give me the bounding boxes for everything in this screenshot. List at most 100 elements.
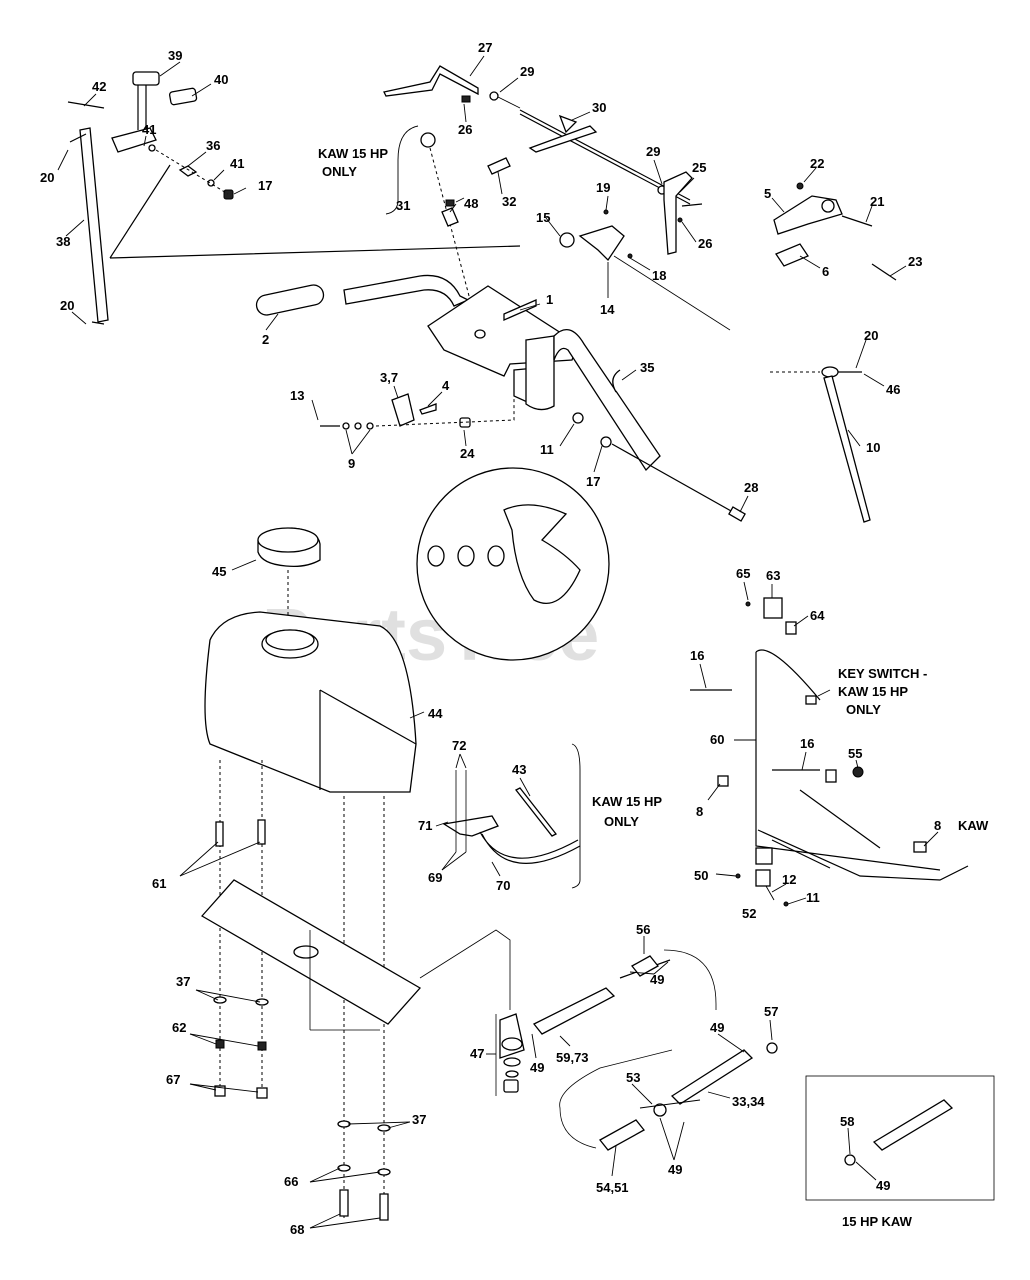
callout-49: 49 <box>650 972 664 987</box>
callout-61: 61 <box>152 876 166 891</box>
callout-49: 49 <box>876 1178 890 1193</box>
note-key-switch-line3: ONLY <box>846 702 881 717</box>
callout-40: 40 <box>214 72 228 87</box>
callout-21: 21 <box>870 194 884 209</box>
callout-19: 19 <box>596 180 610 195</box>
callout-47: 47 <box>470 1046 484 1061</box>
callout-20: 20 <box>864 328 878 343</box>
callout-41: 41 <box>142 122 156 137</box>
throttle-rod-assembly <box>383 65 731 331</box>
callout-31: 31 <box>396 198 410 213</box>
wiring-harness <box>690 597 969 907</box>
leader-lines <box>57 55 939 1229</box>
callout-49: 49 <box>710 1020 724 1035</box>
callout-12: 12 <box>782 872 796 887</box>
callout-9: 9 <box>348 456 355 471</box>
note-inset-label: 15 HP KAW <box>842 1214 913 1229</box>
callout-5: 5 <box>764 186 771 201</box>
brace-mid <box>571 743 581 889</box>
callout-3-7: 3,7 <box>380 370 398 385</box>
note-kaw-top-line2: ONLY <box>322 164 357 179</box>
callout-13: 13 <box>290 388 304 403</box>
callout-49: 49 <box>668 1162 682 1177</box>
callout-44: 44 <box>428 706 443 721</box>
callout-8: 8 <box>934 818 941 833</box>
callout-26: 26 <box>698 236 712 251</box>
callout-2: 2 <box>262 332 269 347</box>
callout-69: 69 <box>428 870 442 885</box>
note-key-switch-line2: KAW 15 HP <box>838 684 908 699</box>
callout-11: 11 <box>540 442 554 457</box>
callout-67: 67 <box>166 1072 180 1087</box>
callout-14: 14 <box>600 302 615 317</box>
callout-28: 28 <box>744 480 758 495</box>
callout-64: 64 <box>810 608 825 623</box>
note-kaw-top-line1: KAW 15 HP <box>318 146 388 161</box>
callout-49: 49 <box>530 1060 544 1075</box>
callout-29: 29 <box>646 144 660 159</box>
callout-58: 58 <box>840 1114 854 1129</box>
callout-36: 36 <box>206 138 220 153</box>
brake-pedal-assembly <box>67 71 521 325</box>
callout-59-73: 59,73 <box>556 1050 589 1065</box>
callout-10: 10 <box>866 440 880 455</box>
callout-52: 52 <box>742 906 756 921</box>
callout-66: 66 <box>284 1174 298 1189</box>
callout-20: 20 <box>60 298 74 313</box>
callout-60: 60 <box>710 732 724 747</box>
note-kaw: KAW <box>958 818 989 833</box>
callout-41: 41 <box>230 156 244 171</box>
callout-62: 62 <box>172 1020 186 1035</box>
clutch-linkage <box>770 182 897 523</box>
callout-57: 57 <box>764 1004 778 1019</box>
callout-55: 55 <box>848 746 862 761</box>
callout-68: 68 <box>290 1222 304 1237</box>
callout-35: 35 <box>640 360 654 375</box>
callout-1: 1 <box>546 292 553 307</box>
detail-magnifier <box>416 467 610 661</box>
callout-70: 70 <box>496 878 510 893</box>
callout-4: 4 <box>442 378 450 393</box>
callout-17: 17 <box>586 474 600 489</box>
callout-45: 45 <box>212 564 226 579</box>
handle-assembly <box>255 274 746 522</box>
callout-37: 37 <box>412 1112 426 1127</box>
callout-15: 15 <box>536 210 550 225</box>
brace-top <box>385 125 419 215</box>
callout-labels: 39 40 42 41 36 41 17 20 38 20 27 29 26 3… <box>40 40 941 1237</box>
callout-54-51: 54,51 <box>596 1180 629 1195</box>
callout-48: 48 <box>464 196 478 211</box>
callout-22: 22 <box>810 156 824 171</box>
callout-11: 11 <box>806 890 820 905</box>
callout-38: 38 <box>56 234 70 249</box>
kaw-fuel-bracket <box>442 770 581 864</box>
callout-71: 71 <box>418 818 432 833</box>
callout-53: 53 <box>626 1070 640 1085</box>
callout-37: 37 <box>176 974 190 989</box>
note-key-switch-line1: KEY SWITCH - <box>838 666 927 681</box>
callout-56: 56 <box>636 922 650 937</box>
note-kaw-mid-line2: ONLY <box>604 814 639 829</box>
callout-50: 50 <box>694 868 708 883</box>
callout-8: 8 <box>696 804 703 819</box>
callout-65: 65 <box>736 566 750 581</box>
notes: KAW 15 HP ONLY KEY SWITCH - KAW 15 HP ON… <box>318 146 989 1229</box>
callout-30: 30 <box>592 100 606 115</box>
callout-24: 24 <box>460 446 475 461</box>
callout-6: 6 <box>822 264 829 279</box>
callout-27: 27 <box>478 40 492 55</box>
callout-16: 16 <box>690 648 704 663</box>
callout-20: 20 <box>40 170 54 185</box>
callout-63: 63 <box>766 568 780 583</box>
callout-23: 23 <box>908 254 922 269</box>
callout-17: 17 <box>258 178 272 193</box>
callout-26: 26 <box>458 122 472 137</box>
fuel-tank <box>204 527 417 793</box>
callout-39: 39 <box>168 48 182 63</box>
callout-72: 72 <box>452 738 466 753</box>
callout-42: 42 <box>92 79 106 94</box>
callout-25: 25 <box>692 160 706 175</box>
callout-33-34: 33,34 <box>732 1094 765 1109</box>
callout-43: 43 <box>512 762 526 777</box>
